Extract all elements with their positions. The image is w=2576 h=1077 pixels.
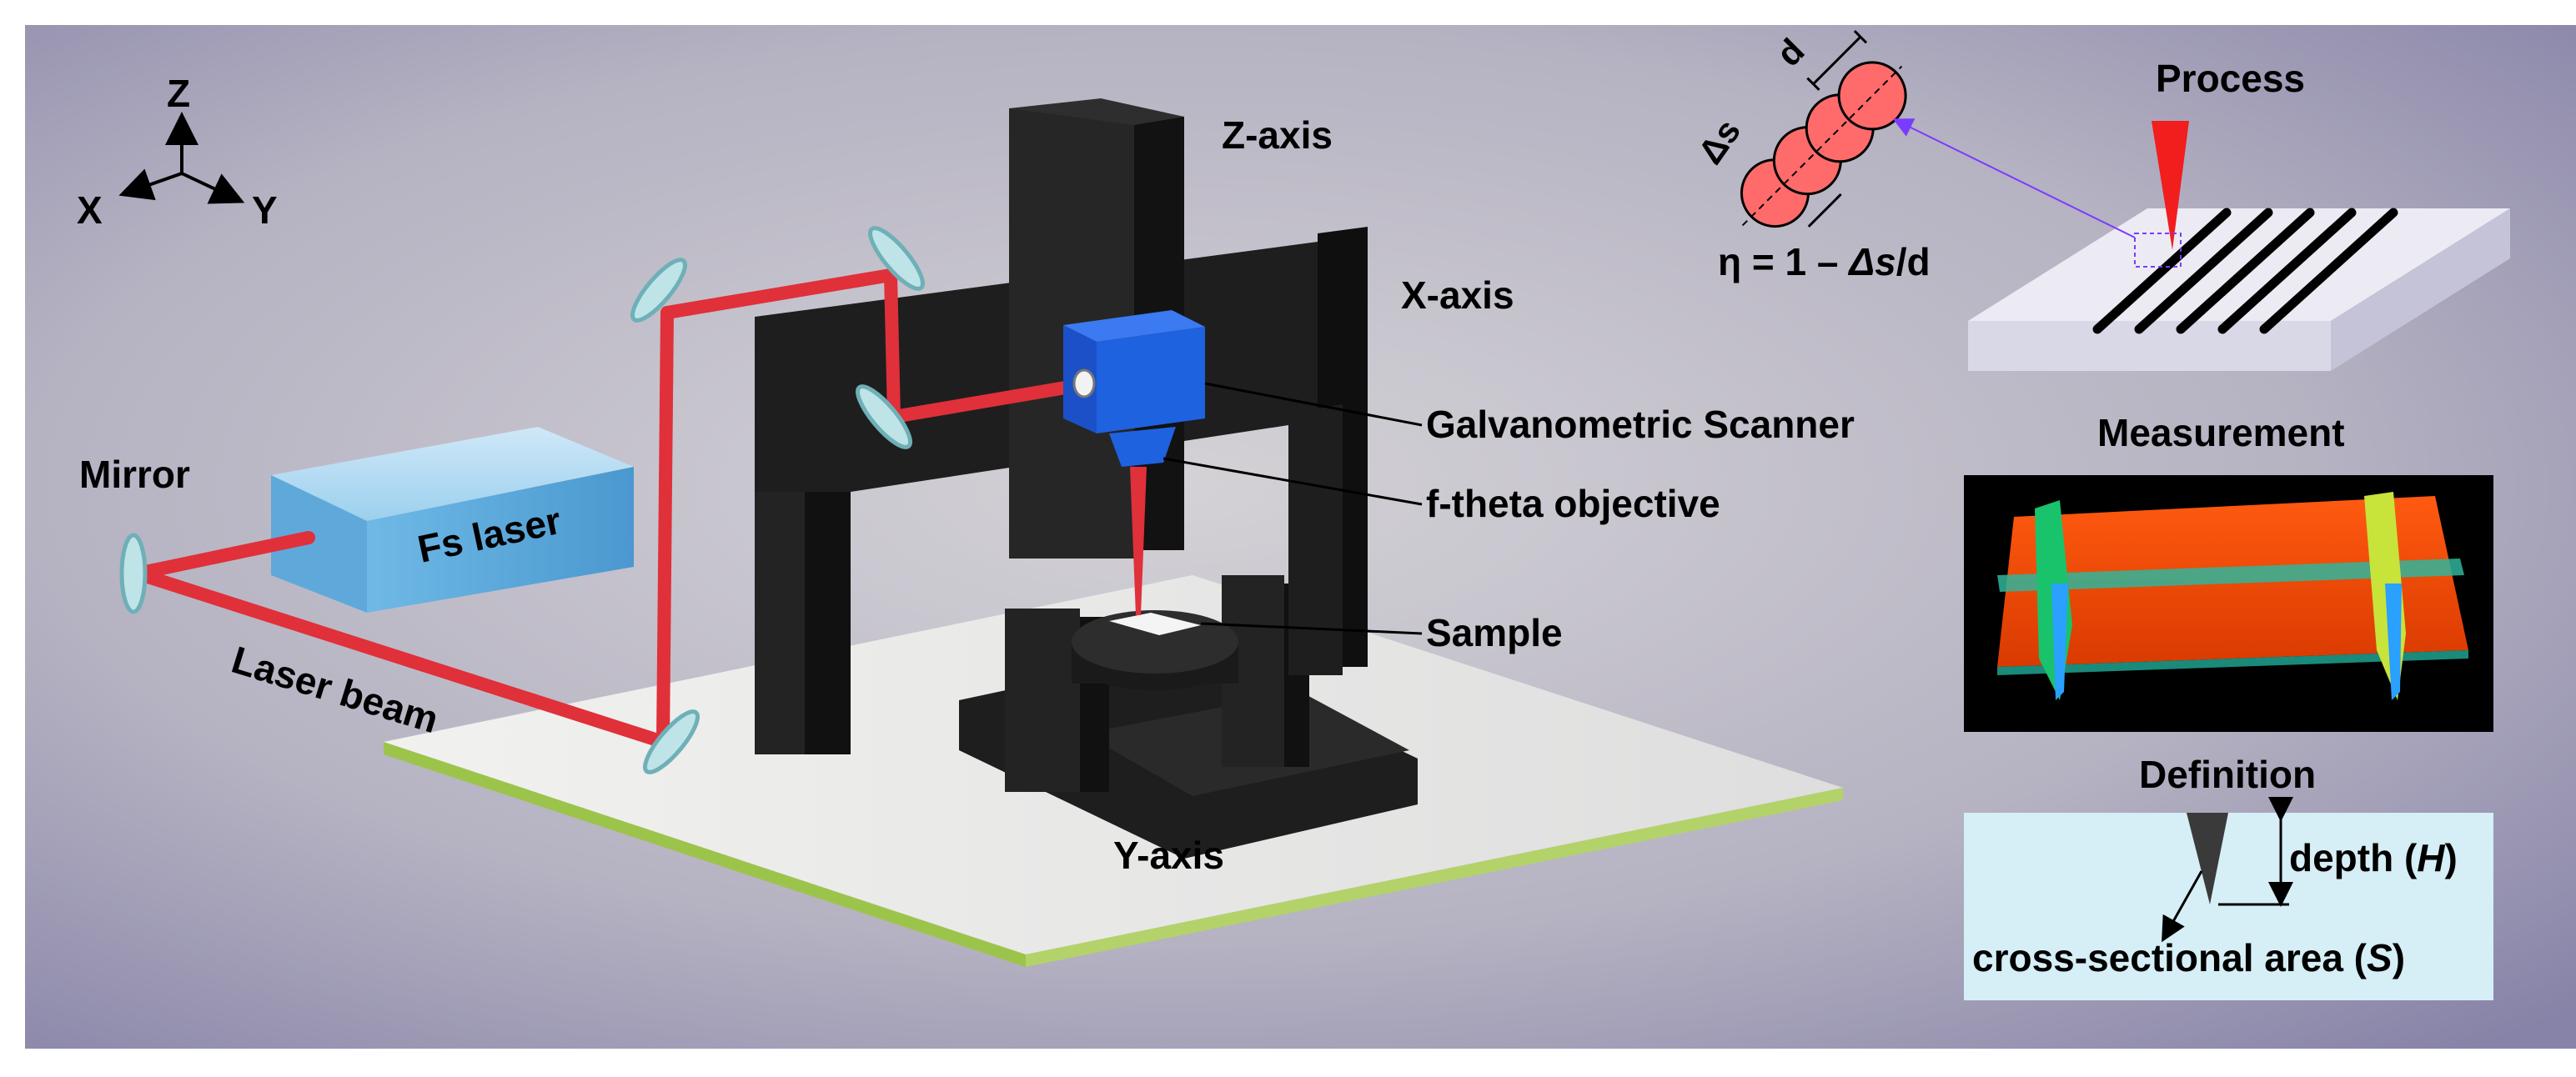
measurement-title: Measurement <box>2097 411 2345 454</box>
z-axis-label: Z-axis <box>1222 113 1333 157</box>
process-laser-cone <box>2152 121 2189 250</box>
definition-title: Definition <box>2139 753 2316 796</box>
depth-label: depth (H) <box>2289 836 2458 879</box>
groove-profile <box>2187 813 2228 904</box>
y-axis-triad-label: Y <box>252 188 278 232</box>
x-axis-label: X-axis <box>1401 273 1514 317</box>
galvanometric-scanner <box>1063 310 1205 467</box>
f-theta-objective <box>1109 427 1176 467</box>
leader-lines <box>1162 382 1423 635</box>
mirror-left <box>119 533 148 614</box>
measurement-panel: Measurement <box>1964 411 2493 732</box>
mirror-top-left <box>630 258 687 323</box>
zoom-pointer <box>1892 118 2136 238</box>
f-theta-objective-label: f-theta objective <box>1426 482 1720 525</box>
mirror-top-right <box>868 226 925 291</box>
mirror-bottom <box>643 709 700 774</box>
sample-piece <box>1109 613 1201 635</box>
fs-laser-box <box>271 427 634 613</box>
axes-triad <box>118 112 245 204</box>
cross-sectional-area-label: cross-sectional area (S) <box>1972 936 2405 979</box>
definition-panel: Definition depth (H) cross-sectional are… <box>1964 753 2493 1000</box>
process-title: Process <box>2156 57 2305 100</box>
y-axis-label: Y-axis <box>1113 834 1224 877</box>
sample-label: Sample <box>1426 611 1563 654</box>
focused-beam <box>1130 467 1147 615</box>
overlapping-spots <box>1740 30 1907 228</box>
y-axis-stage <box>959 575 1418 859</box>
process-panel: d Δs η = 1 – Δs/d Process <box>1690 30 2510 371</box>
mirror-label: Mirror <box>79 453 190 496</box>
overlap-formula: η = 1 – Δs/d <box>1718 240 1931 283</box>
laser-beam-path <box>131 268 1087 749</box>
laser-grooves <box>2092 208 2398 334</box>
galvanometric-scanner-label: Galvanometric Scanner <box>1426 403 1855 446</box>
mirror-middle <box>856 384 912 449</box>
z-axis-triad-label: Z <box>167 72 190 115</box>
x-axis-triad-label: X <box>77 188 103 232</box>
